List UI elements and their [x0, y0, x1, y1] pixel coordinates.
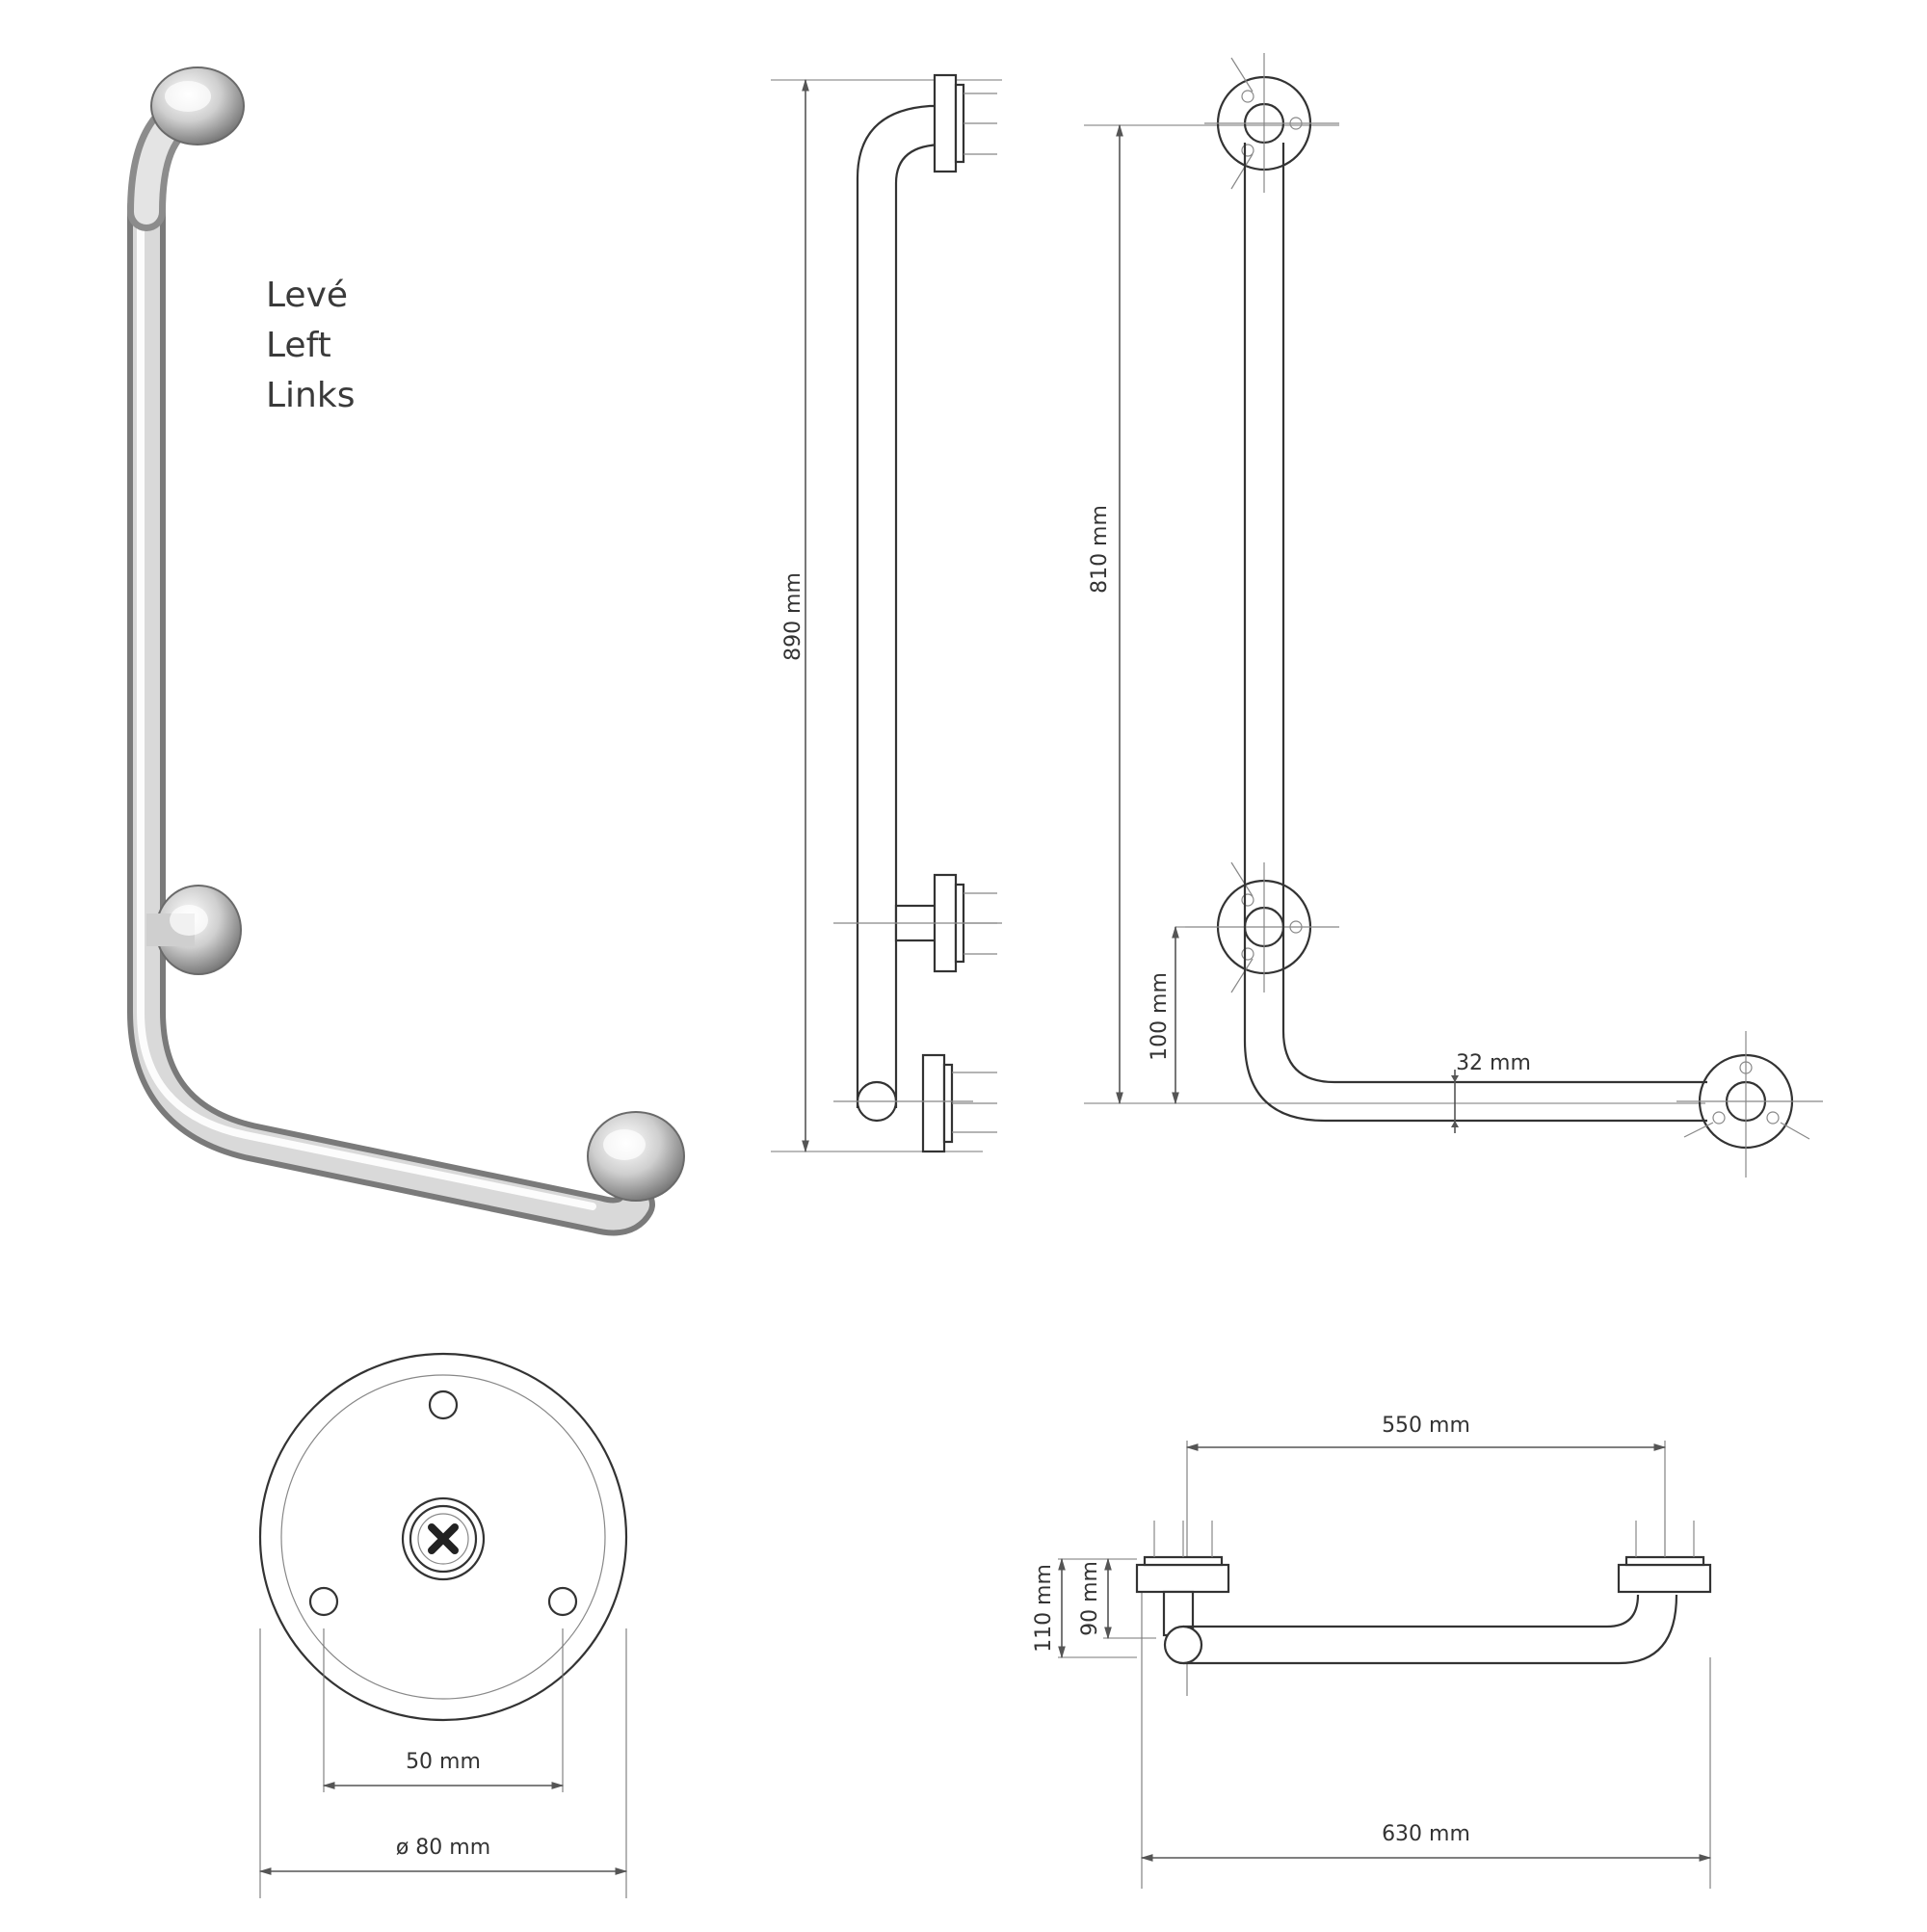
dimension-overall-width: 630 mm: [1382, 1822, 1470, 1846]
top-view-drawing: [1058, 1441, 1712, 1889]
side-label-en: Left: [266, 326, 331, 365]
side-label-de: Links: [266, 376, 355, 415]
dimension-wall-distance-inner: 90 mm: [1078, 1561, 1102, 1636]
dimension-wall-distance-outer: 110 mm: [1032, 1564, 1056, 1653]
dimension-total-height: 890 mm: [781, 572, 805, 661]
flange-detail-drawing: [258, 1352, 628, 1898]
side-view-drawing: [771, 73, 1002, 1153]
dimension-tube-diameter: 32 mm: [1456, 1051, 1531, 1075]
dimension-flange-distance: 810 mm: [1088, 505, 1112, 594]
dimension-centers-width: 550 mm: [1382, 1414, 1470, 1438]
side-label-cs: Levé: [266, 276, 348, 315]
dimension-flange-hole-spacing: 50 mm: [406, 1750, 481, 1774]
grab-bar-product-image: [127, 66, 685, 1236]
dimension-bottom-offset: 100 mm: [1148, 972, 1172, 1061]
dimension-flange-diameter: ø 80 mm: [396, 1836, 490, 1860]
front-view-drawing: [1084, 53, 1823, 1178]
